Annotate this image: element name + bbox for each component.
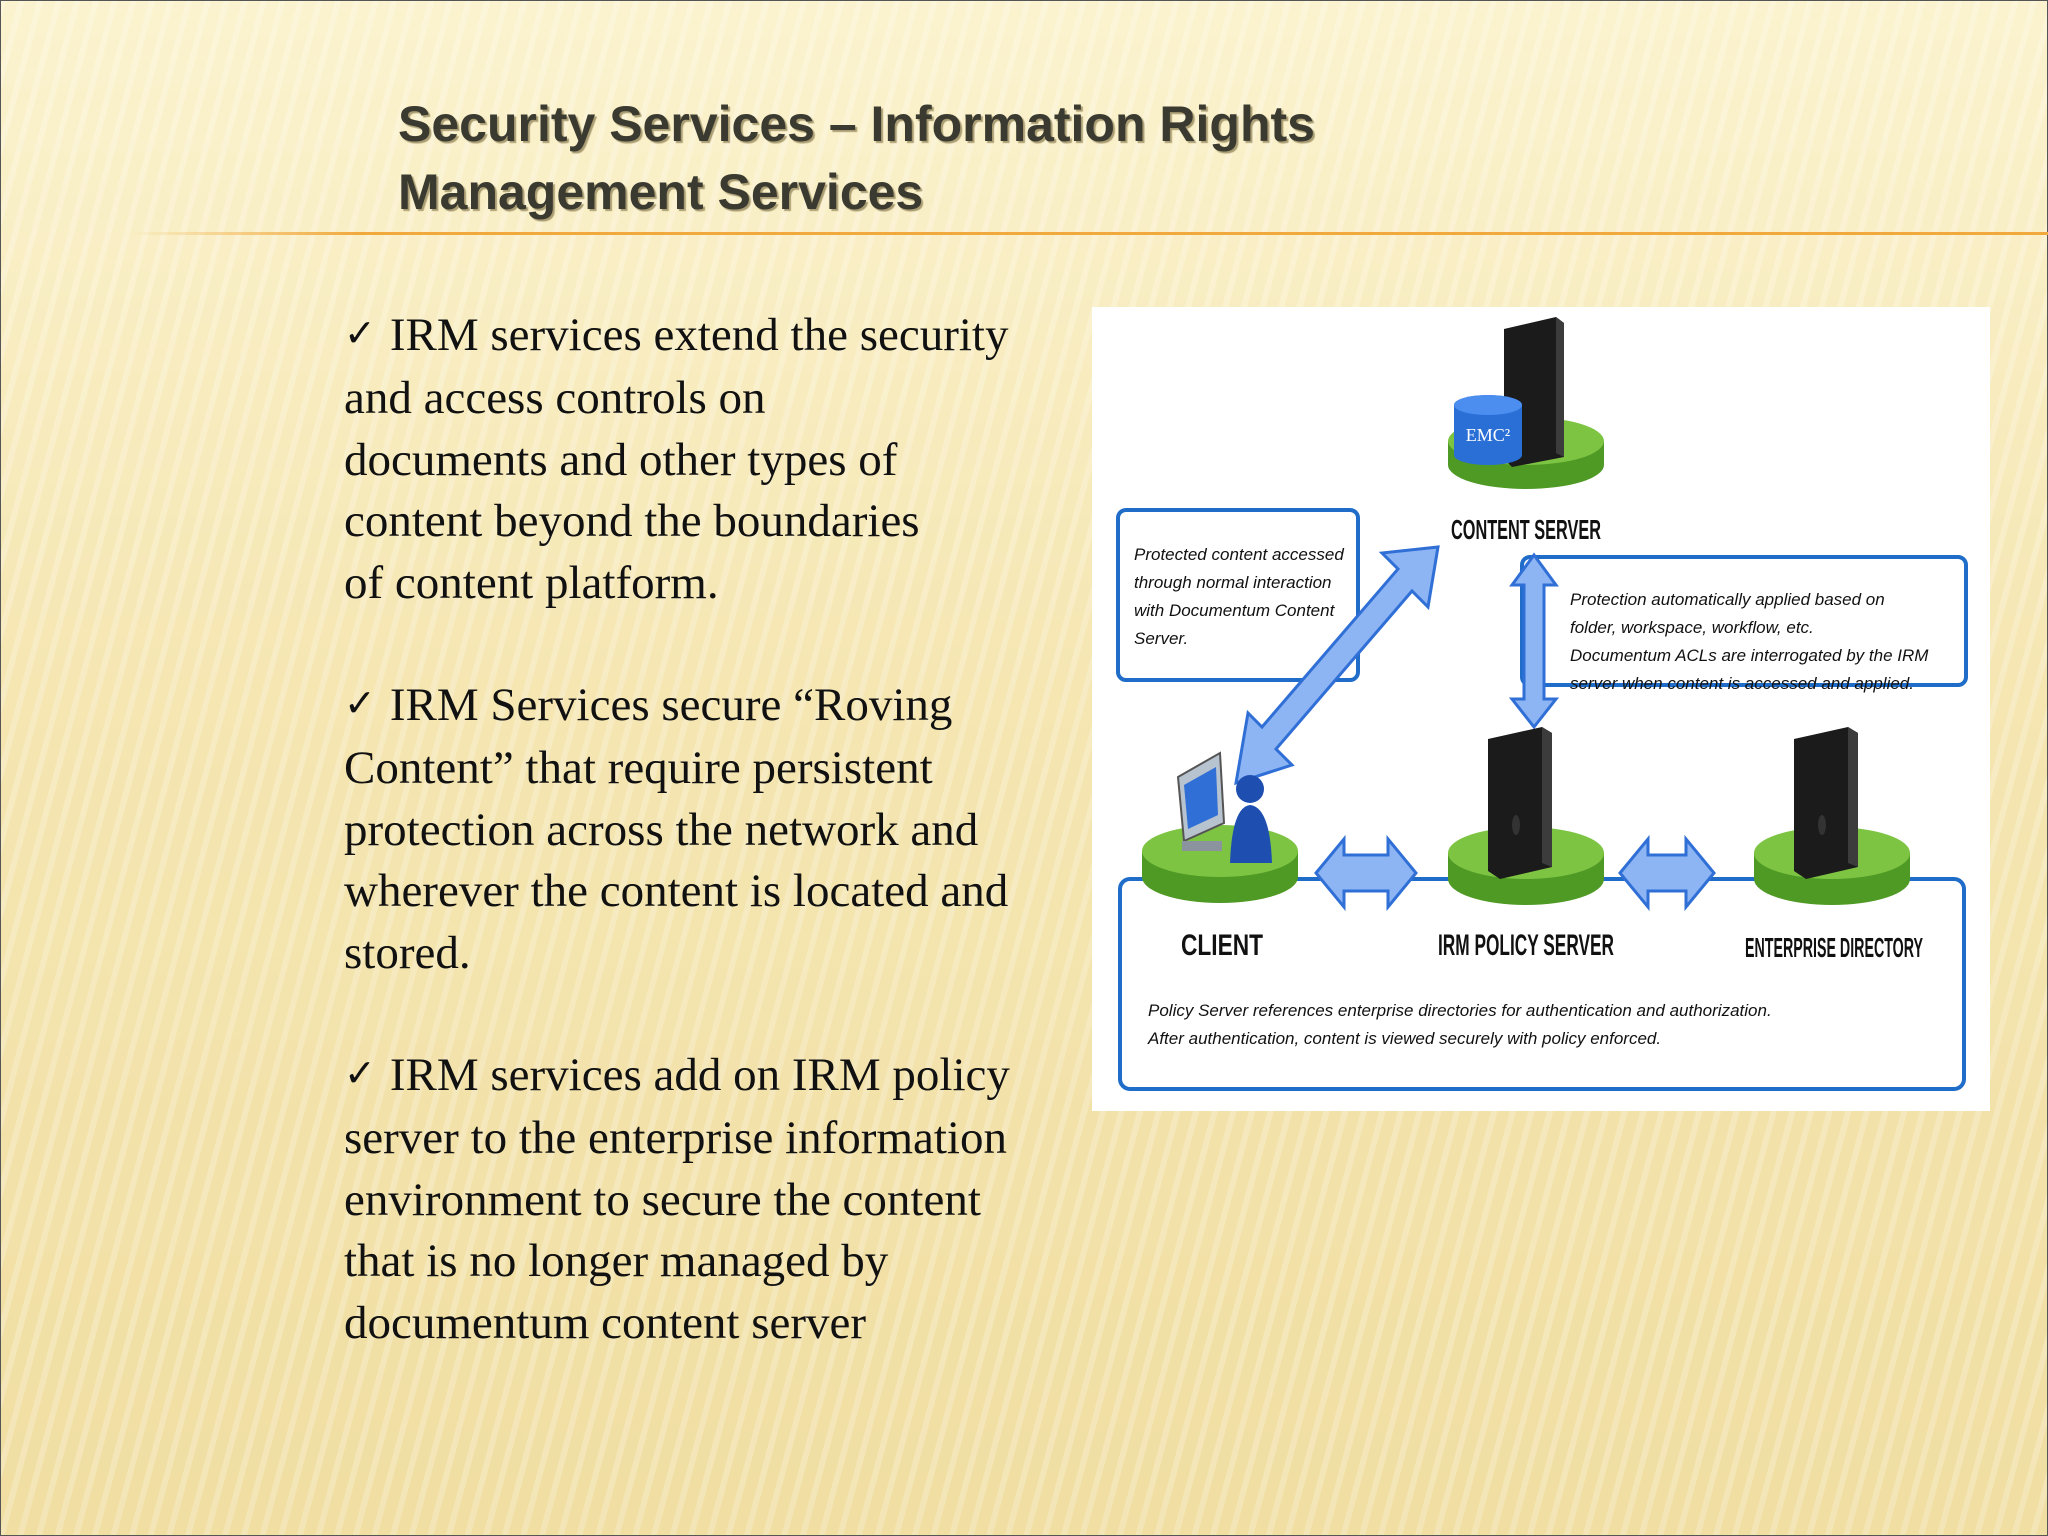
policy-server-label: IRM POLICY SERVER [1438,929,1614,962]
bullet-text: IRM services add on IRM policy server to… [344,1049,1010,1349]
client-label: CLIENT [1181,929,1263,962]
checkmark-icon: ✓ [344,1051,376,1096]
client-to-policy-arrow [1314,834,1418,912]
content-server-node: EMC² CONTENT SERVER [1448,317,1604,545]
irm-architecture-diagram: Protected content accessed through norma… [1092,307,1990,1111]
bullet-list: ✓IRM services extend the security and ac… [344,305,1084,1415]
bullet-item: ✓IRM services extend the security and ac… [344,305,1084,614]
server-icon [1488,727,1552,879]
enterprise-directory-node: ENTERPRISE DIRECTORY [1745,727,1923,963]
checkmark-icon: ✓ [344,311,376,355]
content-to-client-arrow [1234,545,1440,786]
right-note-box [1520,555,1968,687]
server-icon [1794,727,1858,879]
checkmark-icon: ✓ [344,681,376,726]
bullet-item: ✓IRM Services secure “Roving Content” th… [344,675,1084,984]
user-workstation-icon [1176,751,1272,863]
title-line-1: Security Services – Information Rights [398,96,1315,152]
title-line-2: Management Services [398,164,924,220]
title-divider [130,232,2048,235]
diagram-canvas: Protected content accessed through norma… [1116,317,1968,1091]
bullet-item: ✓IRM services add on IRM policy server t… [344,1045,1084,1354]
content-server-label: CONTENT SERVER [1451,514,1601,545]
bullet-text: IRM services extend the security and acc… [344,309,1009,609]
content-to-policy-arrow [1508,552,1560,730]
server-with-database-icon: EMC² [1454,317,1564,467]
client-node: CLIENT [1142,751,1298,962]
policy-to-directory-arrow [1618,834,1716,912]
svg-text:EMC²: EMC² [1466,425,1510,445]
right-note: Protection automatically applied based o… [1570,590,1933,693]
enterprise-directory-label: ENTERPRISE DIRECTORY [1745,932,1923,963]
bottom-note: Policy Server references enterprise dire… [1147,1001,1776,1048]
bottom-note-box [1118,877,1966,1091]
left-note: Protected content accessed through norma… [1134,545,1349,648]
left-note-box [1116,508,1360,682]
policy-server-node: IRM POLICY SERVER [1438,727,1614,962]
slide-title: Security Services – Information Rights M… [398,90,1598,226]
bullet-text: IRM Services secure “Roving Content” tha… [344,679,1009,979]
